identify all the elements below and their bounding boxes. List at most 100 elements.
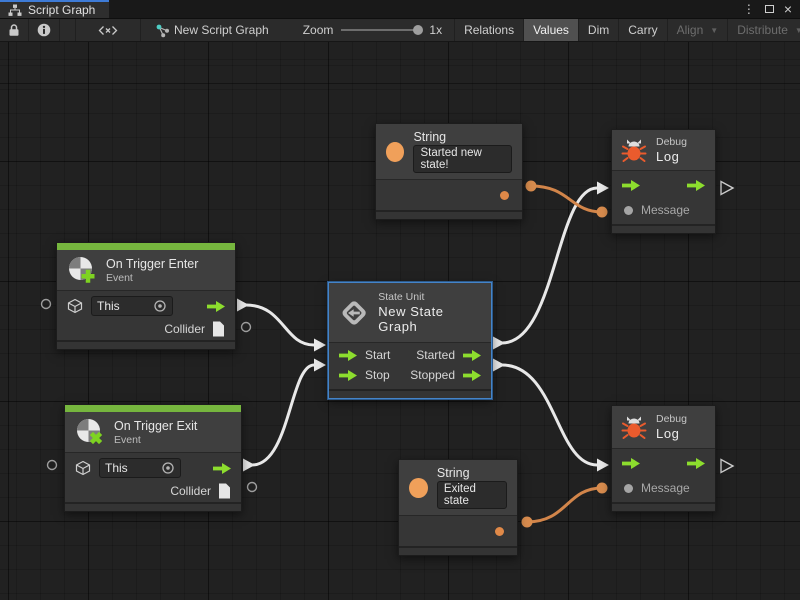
trigger-out-port-icon[interactable] <box>207 300 225 312</box>
port-exit-target-unconnected[interactable] <box>46 459 58 471</box>
values-label: Values <box>533 23 569 37</box>
target-object-field[interactable]: This <box>99 458 181 478</box>
target-value: This <box>97 299 120 313</box>
collider-port-label: Collider <box>170 484 211 498</box>
stop-in-port-icon[interactable] <box>339 369 357 381</box>
zoom-slider[interactable] <box>341 25 424 35</box>
output-row <box>376 180 522 210</box>
close-icon[interactable]: × <box>783 1 792 17</box>
port-enter-collider-unconnected[interactable] <box>240 321 252 333</box>
port-enter-target-unconnected[interactable] <box>40 298 52 310</box>
string-value-field[interactable]: Exited state <box>436 481 507 509</box>
values-toggle[interactable]: Values <box>524 19 579 41</box>
graph-canvas[interactable]: On Trigger Enter Event This <box>0 42 800 600</box>
node-footer <box>329 389 491 398</box>
stop-port-label: Stop <box>365 368 390 382</box>
window-controls: ⋮ × <box>743 0 800 18</box>
string-type-icon <box>409 477 428 498</box>
collider-port-label: Collider <box>164 322 205 336</box>
info-button[interactable] <box>29 19 60 41</box>
event-color-bar <box>65 405 241 412</box>
graph-name-button[interactable]: New Script Graph <box>141 19 283 41</box>
node-string-bottom[interactable]: String Exited state <box>398 459 518 556</box>
node-title: On Trigger Exit <box>114 418 198 433</box>
node-string-top[interactable]: String Started new state! <box>375 123 523 220</box>
target-value: This <box>105 461 128 475</box>
graph-icon <box>8 4 22 16</box>
stop-row: Stop Stopped <box>329 365 491 385</box>
string-out-port[interactable] <box>495 526 504 536</box>
wire-string-bottom-to-message[interactable] <box>521 482 608 528</box>
port-debug-bottom-out-unconnected[interactable] <box>720 458 735 474</box>
node-debug-log-top[interactable]: Debug Log Message <box>611 129 716 234</box>
started-out-port-icon[interactable] <box>463 349 481 361</box>
object-picker-icon[interactable] <box>153 299 167 313</box>
wire-enter-to-start[interactable] <box>237 298 326 352</box>
menu-icon[interactable]: ⋮ <box>742 2 755 16</box>
string-type-icon <box>386 141 405 162</box>
started-port-label: Started <box>416 348 455 362</box>
zoom-label: Zoom <box>302 23 334 37</box>
node-footer <box>612 502 715 511</box>
string-out-port[interactable] <box>500 190 509 200</box>
node-header: Debug Log <box>612 406 715 449</box>
state-unit-icon <box>342 300 366 325</box>
message-in-port[interactable] <box>624 205 633 215</box>
wire-stopped-to-debug-bottom[interactable] <box>493 358 609 472</box>
relations-toggle[interactable]: Relations <box>455 19 525 41</box>
start-in-port-icon[interactable] <box>339 349 357 361</box>
wire-string-top-to-message[interactable] <box>525 180 608 218</box>
gameobject-cube-icon <box>75 460 91 476</box>
dim-toggle[interactable]: Dim <box>579 19 620 41</box>
maximize-icon[interactable] <box>764 5 774 13</box>
port-exit-collider-unconnected[interactable] <box>246 481 258 493</box>
target-object-field[interactable]: This <box>91 296 173 316</box>
node-debug-log-bottom[interactable]: Debug Log Message <box>611 405 716 512</box>
exec-out-port-icon[interactable] <box>687 179 705 191</box>
zoom-value: 1x <box>429 23 443 37</box>
string-value-field[interactable]: Started new state! <box>413 145 512 173</box>
object-picker-icon[interactable] <box>161 461 175 475</box>
exec-row <box>612 171 715 199</box>
node-header: Debug Log <box>612 130 715 171</box>
node-title: Log <box>656 426 680 441</box>
document-icon[interactable] <box>218 483 231 499</box>
distribute-dropdown[interactable]: Distribute ▼ <box>728 19 800 41</box>
zoom-slider-knob[interactable] <box>413 25 424 35</box>
chevron-down-icon: ▼ <box>794 25 800 35</box>
code-view-button[interactable] <box>76 19 141 41</box>
tab-script-graph[interactable]: Script Graph <box>0 0 110 18</box>
exec-in-port-icon[interactable] <box>622 179 640 191</box>
node-on-trigger-exit[interactable]: On Trigger Exit Event This <box>64 404 242 512</box>
distribute-label: Distribute <box>737 23 788 37</box>
start-port-label: Start <box>365 348 391 362</box>
node-on-trigger-enter[interactable]: On Trigger Enter Event This <box>56 242 236 350</box>
port-debug-top-out-unconnected[interactable] <box>720 180 735 196</box>
wire-exit-to-stop[interactable] <box>243 358 326 472</box>
node-header: String Exited state <box>399 460 517 516</box>
wire-started-to-debug-top[interactable] <box>493 181 609 350</box>
message-port-label: Message <box>641 481 690 495</box>
stopped-out-port-icon[interactable] <box>463 369 481 381</box>
carry-toggle[interactable]: Carry <box>619 19 668 41</box>
node-title: On Trigger Enter <box>106 256 199 271</box>
start-row: Start Started <box>329 345 491 365</box>
node-state-unit[interactable]: State Unit New State Graph Start Started… <box>328 282 492 399</box>
node-type-label: Debug <box>656 136 687 148</box>
node-footer <box>612 224 715 233</box>
bug-icon <box>621 139 647 162</box>
document-icon[interactable] <box>212 321 225 337</box>
stopped-port-label: Stopped <box>410 368 455 382</box>
trigger-out-port-icon[interactable] <box>213 462 231 474</box>
exec-out-port-icon[interactable] <box>687 457 705 469</box>
align-dropdown[interactable]: Align ▼ <box>668 19 729 41</box>
on-trigger-exit-icon <box>77 419 103 445</box>
carry-label: Carry <box>628 23 658 37</box>
message-in-port[interactable] <box>624 483 633 493</box>
message-row: Message <box>612 199 715 221</box>
exec-in-port-icon[interactable] <box>622 457 640 469</box>
target-row: This <box>65 456 241 480</box>
exec-row <box>612 449 715 477</box>
lock-button[interactable] <box>0 19 29 41</box>
